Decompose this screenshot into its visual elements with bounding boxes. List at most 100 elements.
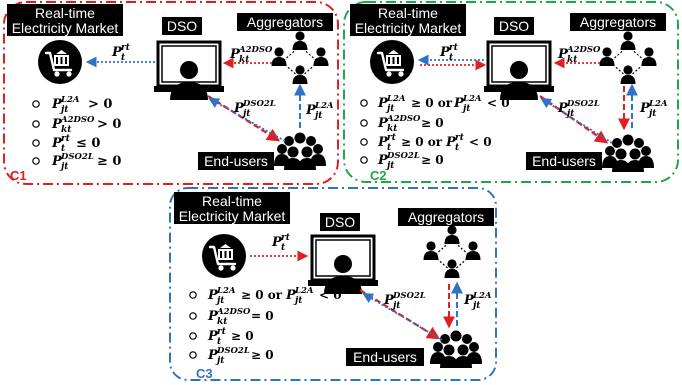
svg-text:P: P bbox=[383, 293, 395, 308]
svg-text:kt: kt bbox=[387, 124, 398, 134]
svg-text:jt: jt bbox=[313, 111, 323, 121]
svg-text:DSO2L: DSO2L bbox=[242, 99, 276, 109]
svg-text:jt: jt bbox=[293, 296, 303, 306]
svg-text:L2A: L2A bbox=[386, 94, 406, 104]
panel-c1: C1 Real-time Electricity Market DSO Aggr… bbox=[3, 1, 339, 185]
panel-c2: C2 Real-time Electricity Market DSO Aggr… bbox=[343, 1, 679, 183]
svg-text:L2A: L2A bbox=[472, 291, 492, 301]
svg-text:rt: rt bbox=[281, 233, 291, 243]
condition-list: P L2A jt ≥ 0 or P L2A jt < 0 P A2DSO kt … bbox=[189, 286, 342, 366]
end-users-icon bbox=[602, 134, 654, 172]
svg-text:P: P bbox=[207, 348, 219, 363]
aggregators-label: Aggregators bbox=[247, 14, 323, 30]
panel-c2-border bbox=[343, 1, 679, 183]
svg-text:A2DSO: A2DSO bbox=[238, 45, 273, 55]
svg-text:≥ 0 or: ≥ 0 or bbox=[401, 135, 443, 149]
svg-text:jt: jt bbox=[565, 109, 575, 119]
label-p-rt: P rt t bbox=[439, 43, 459, 63]
svg-text:jt: jt bbox=[461, 104, 471, 114]
end-users-icon bbox=[430, 330, 482, 368]
market-cart-icon bbox=[200, 232, 248, 280]
condition-item: P rt t ≥ 0 or P rt t < 0 bbox=[360, 133, 492, 153]
panel-c1-tag: C1 bbox=[10, 168, 27, 183]
svg-text:P: P bbox=[377, 153, 389, 168]
dso-label: DSO bbox=[325, 214, 355, 230]
label-p-l2a: P L2A jt bbox=[305, 101, 334, 121]
svg-text:L2A: L2A bbox=[60, 95, 80, 105]
svg-text:kt: kt bbox=[61, 125, 72, 135]
svg-text:P: P bbox=[51, 97, 63, 112]
market-label-line2: Electricity Market bbox=[12, 20, 119, 36]
svg-text:jt: jt bbox=[59, 162, 69, 172]
svg-text:t: t bbox=[449, 53, 454, 63]
end-users-label: End-users bbox=[204, 153, 268, 169]
svg-text:t: t bbox=[281, 243, 286, 253]
svg-text:jt: jt bbox=[215, 356, 225, 366]
svg-text:P: P bbox=[377, 135, 389, 150]
condition-item: P DSO2L jt ≥ 0 bbox=[189, 346, 274, 366]
svg-text:jt: jt bbox=[385, 161, 395, 171]
flow-users-to-dso-blue bbox=[540, 97, 613, 144]
panel-c3: C3 Real-time Electricity Market DSO Aggr… bbox=[169, 187, 497, 381]
svg-text:jt: jt bbox=[59, 105, 69, 115]
market-cart-icon bbox=[36, 38, 84, 86]
svg-text:≥ 0: ≥ 0 bbox=[251, 348, 274, 362]
svg-text:≥ 0 or: ≥ 0 or bbox=[411, 96, 453, 110]
market-label-line1: Real-time bbox=[378, 5, 438, 21]
svg-text:jt: jt bbox=[647, 109, 657, 119]
svg-text:kt: kt bbox=[567, 55, 578, 65]
condition-item: P L2A jt ≥ 0 or P L2A jt < 0 bbox=[360, 94, 510, 114]
svg-text:P: P bbox=[463, 293, 475, 308]
end-users-label: End-users bbox=[532, 153, 596, 169]
svg-text:< 0: < 0 bbox=[487, 96, 510, 110]
svg-text:t: t bbox=[455, 143, 460, 153]
condition-item: P L2A jt ≥ 0 or P L2A jt < 0 bbox=[189, 286, 342, 306]
svg-text:L2A: L2A bbox=[648, 99, 668, 109]
svg-text:≥ 0: ≥ 0 bbox=[421, 153, 444, 167]
svg-text:≥ 0 or: ≥ 0 or bbox=[241, 288, 283, 302]
market-cart-icon bbox=[368, 38, 416, 86]
svg-text:A2DSO: A2DSO bbox=[60, 115, 95, 125]
svg-text:P: P bbox=[207, 329, 219, 344]
svg-text:≤ 0: ≤ 0 bbox=[76, 136, 100, 151]
panel-c3-border bbox=[169, 187, 497, 381]
label-p-l2a: P L2A jt bbox=[463, 291, 492, 311]
svg-text:DSO2L: DSO2L bbox=[392, 291, 426, 301]
label-p-dso2l: P DSO2L jt bbox=[383, 291, 426, 311]
svg-text:t: t bbox=[217, 337, 222, 347]
svg-text:kt: kt bbox=[239, 55, 250, 65]
aggregators-network-icon bbox=[272, 31, 329, 84]
svg-text:jt: jt bbox=[391, 301, 401, 311]
condition-item: P DSO2L jt ≥ 0 bbox=[360, 151, 444, 171]
svg-text:DSO2L: DSO2L bbox=[386, 151, 420, 161]
svg-text:> 0: > 0 bbox=[97, 117, 121, 132]
svg-text:P: P bbox=[377, 116, 389, 131]
svg-text:P: P bbox=[207, 309, 219, 324]
svg-text:P: P bbox=[51, 154, 63, 169]
svg-text:P: P bbox=[233, 101, 245, 116]
svg-text:rt: rt bbox=[217, 327, 227, 337]
svg-text:DSO2L: DSO2L bbox=[566, 99, 600, 109]
market-label-line1: Real-time bbox=[35, 5, 95, 21]
label-p-rt: P rt t bbox=[111, 43, 131, 63]
svg-text:rt: rt bbox=[455, 133, 465, 143]
market-label-line1: Real-time bbox=[202, 193, 262, 209]
panel-c2-tag: C2 bbox=[370, 168, 387, 183]
svg-text:L2A: L2A bbox=[462, 94, 482, 104]
svg-text:P: P bbox=[639, 101, 651, 116]
condition-item: P rt t ≤ 0 bbox=[32, 134, 100, 154]
condition-list: P L2A jt ≥ 0 or P L2A jt < 0 P A2DSO kt … bbox=[360, 94, 510, 171]
market-label-line2: Electricity Market bbox=[355, 20, 462, 36]
condition-item: P A2DSO kt ≥ 0 bbox=[360, 114, 444, 134]
svg-text:t: t bbox=[61, 144, 66, 154]
condition-item: P DSO2L jt ≥ 0 bbox=[32, 152, 121, 172]
svg-text:jt: jt bbox=[385, 104, 395, 114]
svg-text:kt: kt bbox=[217, 317, 228, 327]
svg-text:P: P bbox=[271, 235, 283, 250]
label-p-dso2l: P DSO2L jt bbox=[557, 99, 600, 119]
svg-text:P: P bbox=[51, 136, 63, 151]
condition-list: P L2A jt > 0 P A2DSO kt > 0 P rt t ≤ 0 bbox=[32, 95, 121, 172]
dso-operator-icon bbox=[152, 40, 226, 102]
svg-text:rt: rt bbox=[387, 133, 397, 143]
